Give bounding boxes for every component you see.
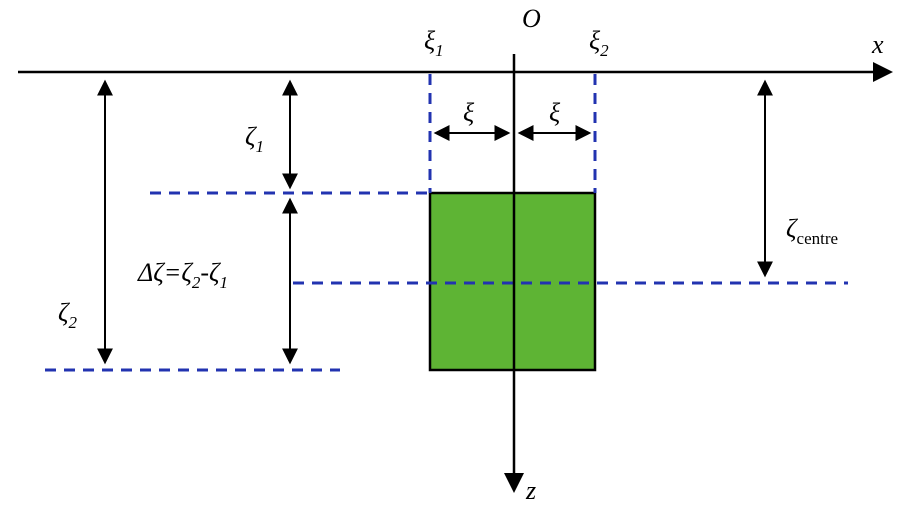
- label-z-axis: z: [526, 478, 536, 504]
- xi1-main: ξ: [424, 26, 436, 55]
- label-delta-zeta: Δζ=ζ2-ζ1: [138, 258, 229, 292]
- label-xi1: ξ1: [424, 26, 444, 60]
- zeta-centre-sub: centre: [796, 229, 839, 248]
- delta-zeta-p1: Δζ=ζ: [138, 258, 192, 287]
- xi2-sub: 2: [600, 41, 609, 60]
- label-zeta1: ζ1: [245, 122, 265, 156]
- label-xi2: ξ2: [589, 26, 609, 60]
- delta-zeta-s1: 2: [191, 273, 201, 292]
- x-axis-text: x: [872, 30, 884, 59]
- delta-zeta-p2: -ζ: [200, 258, 220, 287]
- label-zeta2: ζ2: [58, 298, 78, 332]
- zeta1-main: ζ: [245, 122, 256, 151]
- xi2-main: ξ: [589, 26, 601, 55]
- zeta2-main: ζ: [58, 298, 69, 327]
- label-zeta-centre: ζcentre: [786, 214, 839, 248]
- label-xi-left: ξ: [463, 100, 474, 126]
- zeta2-sub: 2: [68, 313, 78, 332]
- origin-text: O: [522, 4, 541, 33]
- xi-left-text: ξ: [463, 98, 475, 127]
- label-xi-right: ξ: [549, 100, 560, 126]
- zeta-centre-main: ζ: [786, 214, 797, 243]
- z-axis-text: z: [526, 476, 537, 505]
- zeta1-sub: 1: [255, 137, 265, 156]
- label-origin: O: [522, 6, 541, 32]
- label-x-axis: x: [872, 32, 884, 58]
- xi-right-text: ξ: [549, 98, 561, 127]
- xi1-sub: 1: [435, 41, 444, 60]
- delta-zeta-s2: 1: [219, 273, 229, 292]
